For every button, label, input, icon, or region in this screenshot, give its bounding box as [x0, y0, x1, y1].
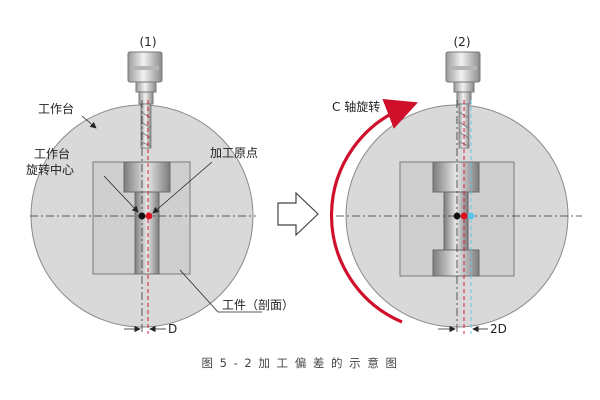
through-hole	[134, 191, 160, 275]
rotation-center-point-right	[453, 212, 461, 220]
offset-d-label: D	[168, 322, 177, 336]
workpiece-section-label: 工件（剖面）	[222, 298, 294, 312]
spindle-tool	[127, 51, 163, 149]
rotation-center-label-line1: 工作台	[34, 146, 70, 161]
rotation-center-label-line2: 旋转中心	[26, 162, 74, 177]
c-axis-rotation-label: C 轴旋转	[332, 99, 380, 114]
counterbore-top	[432, 161, 480, 193]
machining-origin-point-right	[460, 212, 468, 220]
right-panel: (2) C 轴旋转	[329, 35, 582, 336]
machining-origin-label: 加工原点	[210, 146, 258, 160]
right-panel-label: (2)	[454, 35, 471, 49]
left-panel: (1) 工作台 工作台 旋转中心	[26, 35, 294, 336]
offset-2d-label: 2D	[490, 322, 507, 336]
rotation-center-point	[138, 212, 146, 220]
transition-arrow-icon	[277, 191, 319, 237]
shifted-origin-point	[467, 212, 475, 220]
figure-caption: 图 5 - 2 加 工 偏 差 的 示 意 图	[202, 356, 399, 370]
worktable-label: 工作台	[38, 101, 74, 116]
counterbore	[123, 161, 171, 193]
spindle-tool-right	[445, 51, 481, 149]
left-panel-label: (1)	[140, 35, 157, 49]
machining-origin-point	[145, 212, 153, 220]
counterbore-bottom	[432, 249, 480, 277]
c-axis-rotation-arrow	[329, 98, 418, 324]
